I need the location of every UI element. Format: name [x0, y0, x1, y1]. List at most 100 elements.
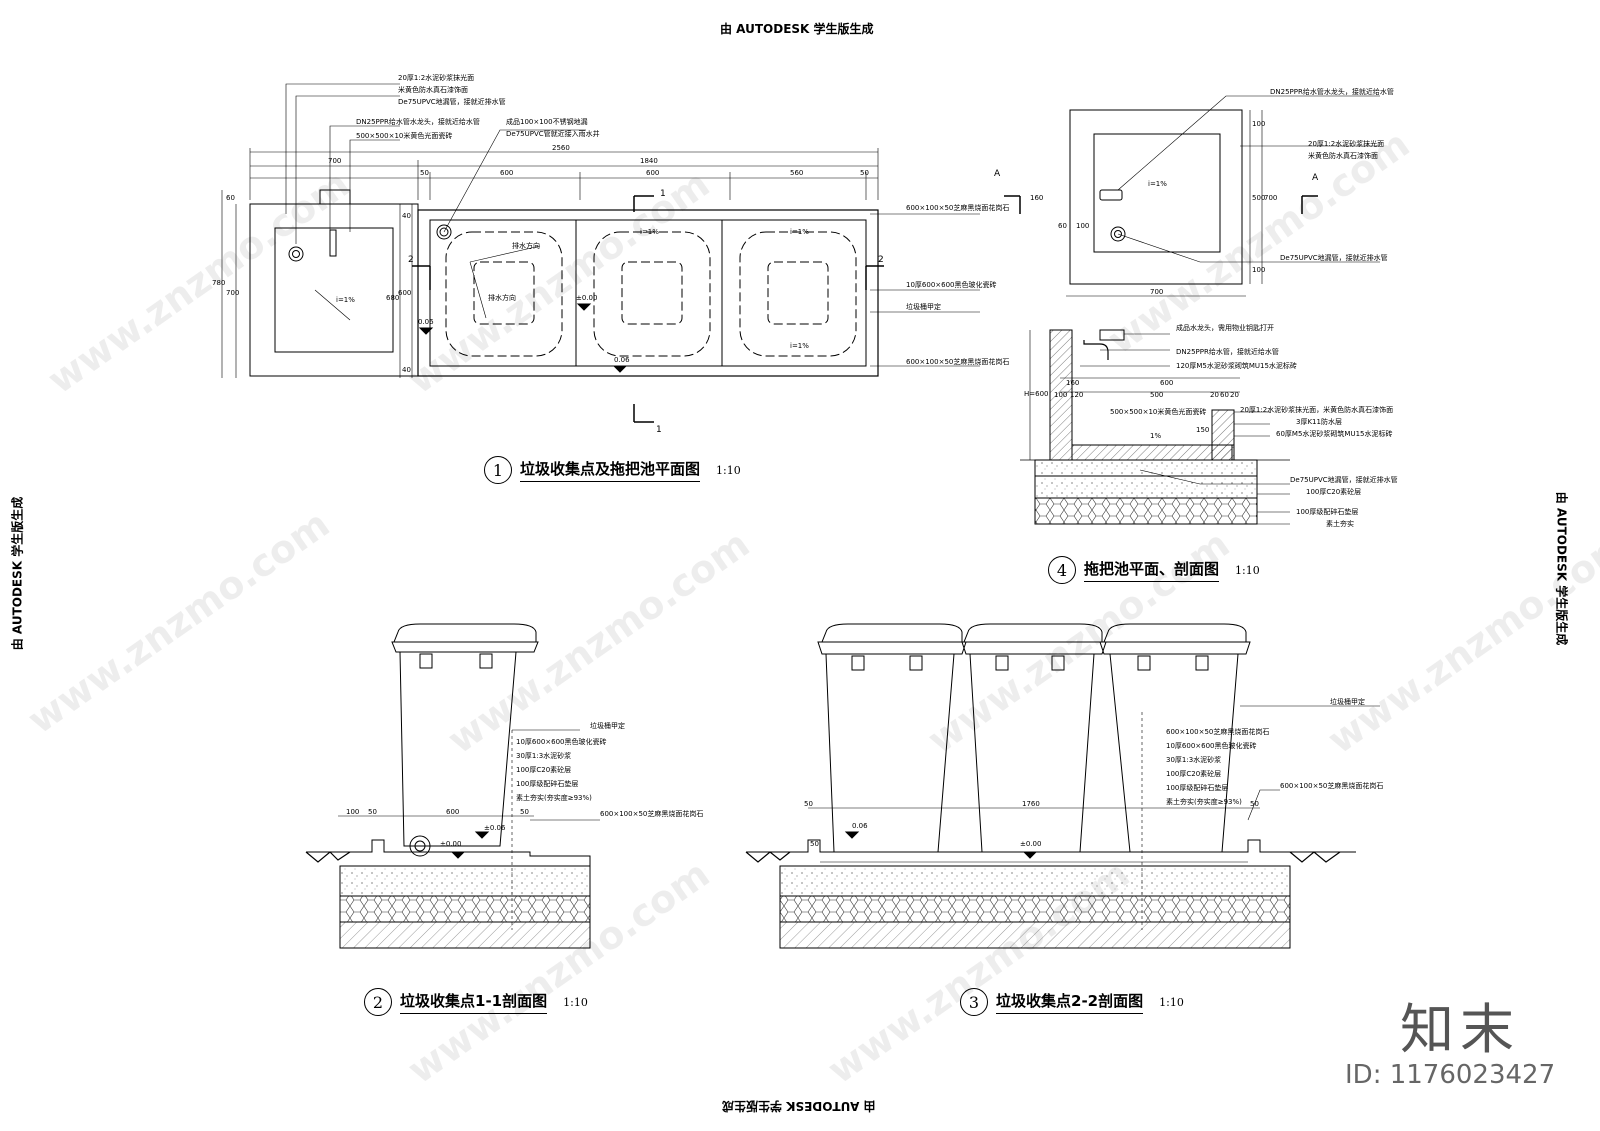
section-4-text: 成品水龙头，需用物业钥匙打开 DN25PPR给水管，接就近给水管 120厚M5水… — [1024, 323, 1398, 528]
dim: 600 — [398, 289, 411, 297]
note: 30厚1:3水泥砂浆 — [1166, 755, 1221, 764]
note: 垃圾桶甲定 — [1330, 697, 1365, 706]
dim: 780 — [212, 279, 225, 287]
note: DN25PPR给水管，接就近给水管 — [1176, 347, 1279, 356]
note: 垃圾桶甲定 — [590, 721, 625, 730]
note: 素土夯实 — [1326, 519, 1354, 528]
dim: 50 — [804, 800, 813, 808]
elevation: ±0.00 — [440, 840, 461, 848]
section-3 — [745, 623, 1380, 949]
label: i=1% — [790, 228, 809, 236]
note: 20厚1:2水泥砂浆抹光面，米黄色防水真石漆饰面 — [1240, 405, 1393, 414]
note: 10厚600×600黑色玻化瓷砖 — [516, 737, 607, 746]
bin-middle — [961, 623, 1107, 853]
dim: 600 — [1160, 379, 1173, 387]
dim: 120 — [1070, 391, 1083, 399]
dim: 150 — [1196, 426, 1209, 434]
note: 素土夯实(夯实度≥93%) — [516, 793, 592, 802]
section-mark: A — [1312, 173, 1319, 183]
dim: 100 — [1252, 120, 1265, 128]
note: 100厚C20素砼层 — [1166, 769, 1221, 778]
note: De75UPVC地漏管，接就近排水管 — [398, 97, 506, 106]
dim: 50 — [1250, 800, 1259, 808]
section-4 — [1020, 329, 1290, 525]
section-2-text: 垃圾桶甲定 10厚600×600黑色玻化瓷砖 30厚1:3水泥砂浆 100厚C2… — [346, 721, 703, 848]
dim: 600 — [500, 169, 513, 177]
dim: 1840 — [640, 157, 658, 165]
note: 成品水龙头，需用物业钥匙打开 — [1176, 323, 1274, 332]
dim: 600 — [646, 169, 659, 177]
note: 30厚1:3水泥砂浆 — [516, 751, 571, 760]
image-id: ID: 1176023427 — [1345, 1060, 1556, 1090]
znzmo-logo: 知末 — [1400, 998, 1520, 1061]
dim: 50 — [420, 169, 429, 177]
dim: 20 — [1230, 391, 1239, 399]
dim: 60 — [226, 194, 235, 202]
dim: 60 — [1058, 222, 1067, 230]
drawing-title-text: 垃圾收集点1-1剖面图 — [400, 990, 548, 1014]
section-mark: 2 — [408, 255, 414, 265]
note: 600×100×50芝麻黑烧面花岗石 — [906, 357, 1009, 366]
note: 500×500×10米黄色光面瓷砖 — [1110, 407, 1206, 416]
dim: 560 — [790, 169, 803, 177]
drawing-number: 3 — [960, 988, 988, 1016]
note: DN25PPR给水管水龙头，接就近给水管 — [1270, 87, 1394, 96]
plan-4 — [1004, 95, 1380, 297]
drawing-title-4: 4 拖把池平面、剖面图 1:10 — [1048, 556, 1260, 584]
label: 排水方向 — [512, 241, 540, 250]
note: 100厚级配碎石垫层 — [516, 779, 578, 788]
dim: 50 — [860, 169, 869, 177]
drawing-number: 4 — [1048, 556, 1076, 584]
section-mark: 1 — [660, 189, 666, 199]
note: 120厚M5水泥砂浆砌筑MU15水泥标砖 — [1176, 361, 1297, 370]
drawing-title-text: 拖把池平面、剖面图 — [1084, 558, 1220, 582]
dim: 20 — [1210, 391, 1219, 399]
note: 素土夯实(夯实度≥93%) — [1166, 797, 1242, 806]
note: De75UPVC管就近接入雨水井 — [506, 129, 600, 138]
drawing-scale: 1:10 — [716, 463, 741, 477]
dim: 100 — [1252, 266, 1265, 274]
section-2 — [305, 623, 600, 949]
note: 600×100×50芝麻黑烧面花岗石 — [1280, 781, 1383, 790]
dim: 60 — [1220, 391, 1229, 399]
plan-1-text: 20厚1:2水泥砂浆抹光面 米黄色防水真石漆饰面 De75UPVC地漏管，接就近… — [212, 73, 1009, 435]
drawing-title-2: 2 垃圾收集点1-1剖面图 1:10 — [364, 988, 588, 1016]
bin-right — [1099, 623, 1251, 853]
plan-1 — [221, 83, 980, 423]
dim: 500 — [1150, 391, 1163, 399]
drawing-scale: 1:10 — [1159, 995, 1184, 1009]
dim: 1760 — [1022, 800, 1040, 808]
dim: 160 — [1030, 194, 1043, 202]
dim: 160 — [1066, 379, 1079, 387]
dim: H=600 — [1024, 390, 1049, 398]
note: 100厚级配碎石垫层 — [1296, 507, 1358, 516]
note: 600×100×50芝麻黑烧面花岗石 — [600, 809, 703, 818]
dim: 100 — [346, 808, 359, 816]
dim: 700 — [1150, 288, 1163, 296]
drawing-title-text: 垃圾收集点2-2剖面图 — [996, 990, 1144, 1014]
drawing-scale: 1:10 — [1235, 563, 1260, 577]
dim: 1% — [1150, 432, 1161, 440]
note: 600×100×50芝麻黑烧面花岗石 — [906, 203, 1009, 212]
elevation: ±0.06 — [484, 824, 506, 832]
drawing-number: 2 — [364, 988, 392, 1016]
dim: 100 — [1054, 391, 1067, 399]
dim: 700 — [328, 157, 341, 165]
note: 600×100×50芝麻黑烧面花岗石 — [1166, 727, 1269, 736]
dim: 40 — [402, 366, 411, 374]
elevation: 0.06 — [418, 318, 434, 326]
elevation: 0.06 — [614, 356, 630, 364]
label: i=1% — [640, 228, 659, 236]
note: 10厚600×600黑色玻化瓷砖 — [1166, 741, 1257, 750]
note: 20厚1:2水泥砂浆抹光面 — [398, 73, 474, 82]
dim: 50 — [520, 808, 529, 816]
elevation: ±0.00 — [1020, 840, 1041, 848]
elevation: 0.06 — [852, 822, 868, 830]
dim: 100 — [1076, 222, 1089, 230]
dim: 700 — [226, 289, 239, 297]
dim: 700 — [1264, 194, 1277, 202]
dim: 600 — [446, 808, 459, 816]
label: 排水方向 — [488, 293, 516, 302]
dim-total: 2560 — [552, 144, 570, 152]
